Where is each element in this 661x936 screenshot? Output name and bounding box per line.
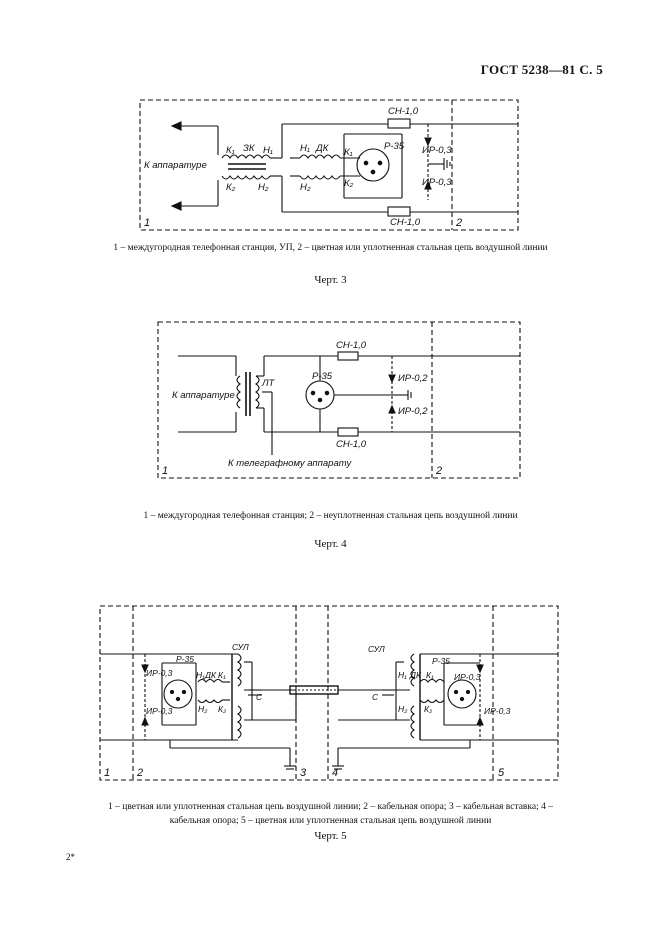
- fig5-dk-left-label: ДК: [204, 670, 217, 680]
- fig5-ir-left-top-label: ИР-0,3: [146, 668, 173, 678]
- fig5-k2-left-label: К₂: [218, 704, 227, 714]
- figure-3-labels: К аппаратуре К₁ ЗК Н₁ К₂ Н₂ Н₁ ДК К₁ Н₂ …: [144, 106, 462, 229]
- fig3-r35-label: Р-35: [384, 141, 405, 152]
- fig5-c-left-label: С: [256, 692, 263, 702]
- fig3-k1-label: К₁: [226, 145, 235, 156]
- fig4-to-telegraph-label: К телеграфному аппарату: [228, 458, 352, 469]
- fig4-lt-label: ЛТ: [261, 378, 276, 389]
- fig3-ir-bot-label: ИР-0,3: [422, 177, 452, 188]
- fig5-zone4-label: 4: [332, 767, 338, 779]
- fig3-h2-label: Н₂: [258, 182, 269, 193]
- fig5-r35-right-label: Р-35: [432, 656, 450, 666]
- fig3-zk-label: ЗК: [243, 143, 256, 154]
- fig4-sn-bot-label: СН-1,0: [336, 439, 367, 450]
- fig5-k1-left-label: К₁: [218, 670, 226, 680]
- figure-5-labels: Р-35 СУЛ ИР-0,3 ИР-0,3 Н₁ ДК К₁ Н₂ К₂ С …: [104, 642, 511, 779]
- page-header: ГОСТ 5238—81 С. 5: [480, 62, 603, 77]
- fig3-caption: 1 – междугородная телефонная станция, УП…: [113, 243, 548, 253]
- fig3-h2b-label: Н₂: [300, 182, 311, 193]
- fig5-dk-right-label: ДК: [409, 670, 422, 680]
- fig5-h2-right-label: Н₂: [398, 704, 408, 714]
- figure-4-labels: К аппаратуре ЛТ Р-35 СН-1,0 СН-1,0 ИР-0,…: [162, 340, 442, 477]
- fig5-zone5-label: 5: [498, 767, 505, 779]
- fig3-sn-top-label: СН-1,0: [388, 106, 419, 117]
- fig5-sul-left-label: СУЛ: [232, 642, 249, 652]
- fig3-sn-bot-label: СН-1,0: [390, 217, 421, 228]
- fig3-k1b-label: К₁: [344, 147, 353, 158]
- fig5-ir-left-bot-label: ИР-0,3: [146, 706, 173, 716]
- fig5-caption: 1 – цветная или уплотненная стальная цеп…: [108, 802, 553, 826]
- fig4-to-apparatus-label: К аппаратуре: [172, 390, 235, 401]
- figure-3-diagram: [139, 99, 519, 231]
- fig5-zone2-label: 2: [136, 767, 143, 779]
- figure-4-diagram: [157, 321, 521, 479]
- fig5-h1-right-label: Н₁: [398, 670, 407, 680]
- figure-5-diagram: [99, 605, 559, 781]
- fig3-zone1-label: 1: [144, 217, 150, 229]
- fig4-ir-bot-label: ИР-0,2: [398, 406, 428, 417]
- fig5-k1-right-label: К₁: [426, 670, 434, 680]
- fig3-title: Черт. 3: [314, 274, 347, 286]
- fig3-k2-label: К₂: [226, 182, 236, 193]
- fig4-sn-top-label: СН-1,0: [336, 340, 367, 351]
- fig3-k2b-label: К₂: [344, 178, 354, 189]
- fig3-zone2-label: 2: [455, 217, 462, 229]
- fig5-r35-left-label: Р-35: [176, 654, 194, 664]
- fig4-zone2-label: 2: [435, 465, 442, 477]
- fig4-zone1-label: 1: [162, 465, 168, 477]
- fig5-ir-right-bot-label: ИР-0,3: [484, 706, 511, 716]
- fig3-to-apparatus-label: К аппаратуре: [144, 160, 207, 171]
- fig5-h2-left-label: Н₂: [198, 704, 208, 714]
- fig3-h1-label: Н₁: [263, 145, 273, 156]
- fig4-caption: 1 – междугородная телефонная станция; 2 …: [143, 511, 518, 521]
- fig5-ir-right-top-label: ИР-0,3: [454, 672, 481, 682]
- fig5-title: Черт. 5: [314, 830, 347, 842]
- fig3-ir-top-label: ИР-0,3: [422, 145, 452, 156]
- fig5-sul-right-label: СУЛ: [368, 644, 385, 654]
- fig5-zone1-label: 1: [104, 767, 110, 779]
- fig4-r35-label: Р-35: [312, 371, 333, 382]
- fig4-title: Черт. 4: [314, 538, 347, 550]
- fig5-c-right-label: С: [372, 692, 379, 702]
- page-footer-mark: 2*: [66, 852, 75, 862]
- fig3-dk-label: ДК: [315, 143, 330, 154]
- fig3-h1b-label: Н₁: [300, 143, 310, 154]
- fig5-zone3-label: 3: [300, 767, 307, 779]
- fig5-h1-left-label: Н₁: [196, 670, 205, 680]
- fig5-k2-right-label: К₂: [424, 704, 433, 714]
- fig4-ir-top-label: ИР-0,2: [398, 373, 428, 384]
